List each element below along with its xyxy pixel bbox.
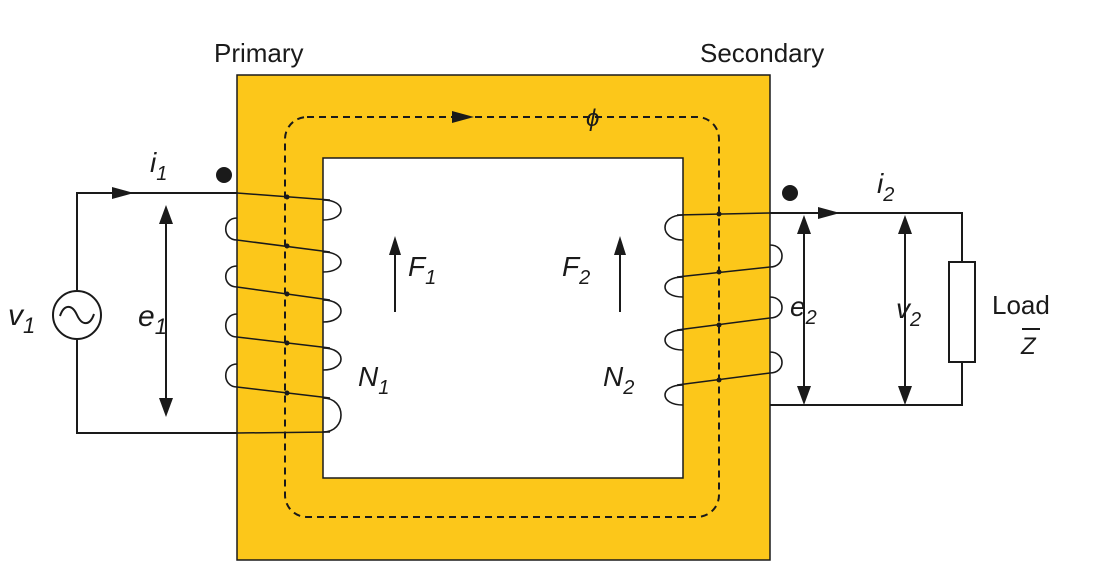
- e1-arrow: [159, 205, 173, 417]
- i2-label: i2: [877, 168, 894, 206]
- primary-polarity-dot: [216, 167, 232, 183]
- i2-arrow-icon: [818, 207, 840, 219]
- flux-arrow-icon: [452, 111, 474, 123]
- load-label: Load: [992, 290, 1050, 320]
- i1-label: i1: [150, 147, 167, 185]
- v2-label: v2: [896, 293, 921, 331]
- primary-coil-left-loops: [224, 217, 238, 388]
- e1-label: e1: [138, 300, 167, 339]
- secondary-coil-left-loops: [664, 214, 684, 406]
- primary-coil-front: [236, 192, 331, 434]
- e2-label: e2: [790, 291, 817, 329]
- transformer-core: [236, 74, 771, 561]
- primary-circuit: [76, 192, 237, 434]
- flux-label: ϕ: [586, 105, 599, 132]
- f1-label: F1: [408, 251, 436, 289]
- n1-label: N1: [358, 361, 389, 399]
- e2-arrow: [797, 215, 811, 405]
- secondary-coil-right-loops: [769, 244, 783, 374]
- primary-coil-junctions: [284, 194, 290, 396]
- flux-path: [284, 116, 720, 518]
- n2-label: N2: [603, 361, 634, 399]
- load-z-label: Z: [1020, 333, 1037, 360]
- v2-arrow: [898, 215, 912, 405]
- f2-label: F2: [562, 251, 590, 289]
- load-resistor: [948, 261, 976, 363]
- primary-coil-right-loops: [322, 199, 342, 433]
- secondary-coil-front: [676, 212, 771, 386]
- f1-arrow: [389, 236, 401, 312]
- sine-wave-icon: [59, 305, 95, 325]
- primary-label: Primary: [214, 38, 304, 68]
- i1-arrow-icon: [112, 187, 134, 199]
- secondary-coil-junctions: [716, 211, 722, 383]
- v1-label: v1: [8, 299, 35, 338]
- secondary-label: Secondary: [700, 38, 824, 68]
- secondary-polarity-dot: [782, 185, 798, 201]
- f2-arrow: [614, 236, 626, 312]
